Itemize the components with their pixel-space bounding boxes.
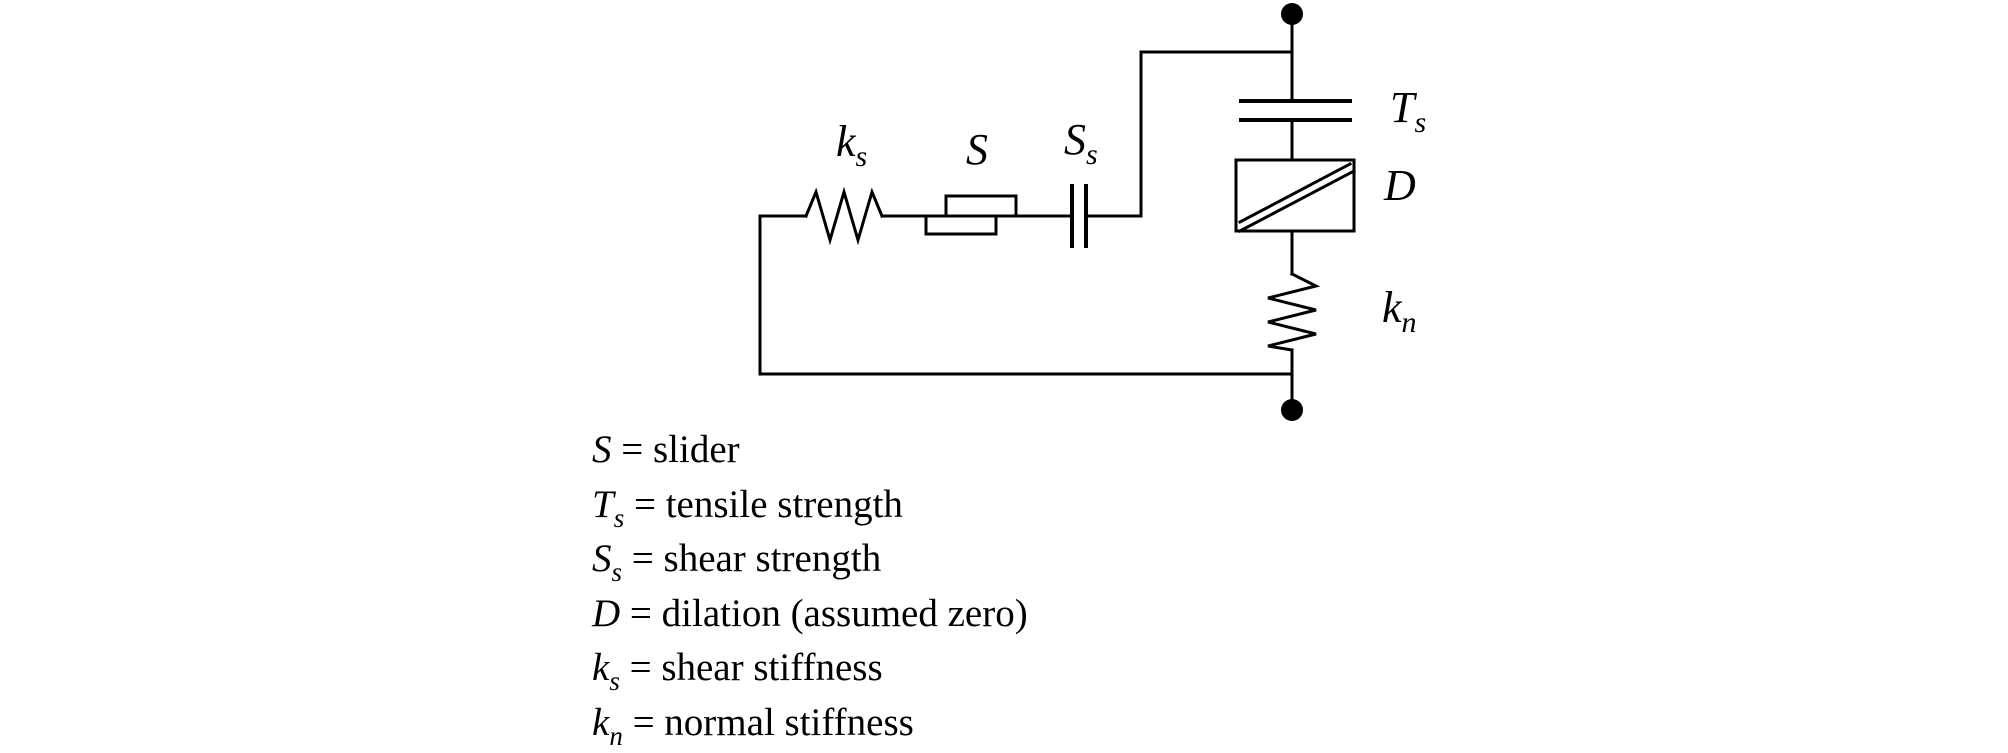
label-ks: ks <box>836 117 867 173</box>
legend-item-dilation: D = dilation (assumed zero) <box>592 587 1292 642</box>
legend-symbol-sub: s <box>611 557 623 587</box>
legend-text: = tensile strength <box>633 482 903 526</box>
top-connection-wire <box>1139 50 1294 218</box>
bottom-terminal <box>1281 399 1303 421</box>
legend-symbol: D <box>592 591 621 635</box>
legend-item-tensile-strength: Ts = tensile strength <box>592 478 1292 533</box>
normal-branch <box>1234 12 1357 412</box>
legend-symbol-sub: s <box>609 666 620 696</box>
dilation-d <box>1234 158 1357 234</box>
legend-symbol: k <box>592 646 610 689</box>
legend-symbol: T <box>592 482 614 526</box>
legend-text: = normal stiffness <box>632 700 914 744</box>
legend-item-slider: S = slider <box>592 423 1292 478</box>
slider-s <box>924 194 1074 236</box>
legend-symbol-sub: s <box>613 502 625 533</box>
top-terminal <box>1281 3 1303 25</box>
legend-text: = shear strength <box>631 537 882 580</box>
legend-item-normal-stiffness: kn = normal stiffness <box>592 696 1292 751</box>
legend-symbol: k <box>592 700 610 744</box>
legend-text: = shear stiffness <box>629 646 883 689</box>
legend-item-shear-strength: Ss = shear strength <box>592 532 1292 587</box>
legend-text: = dilation (assumed zero) <box>629 591 1028 635</box>
legend-symbol-sub: n <box>609 720 623 751</box>
shear-spring-ks <box>804 186 928 246</box>
label-ts: Ts <box>1390 83 1426 139</box>
label-ss: Ss <box>1064 115 1098 171</box>
legend-symbol: S <box>592 428 612 471</box>
normal-spring-kn <box>1267 271 1321 352</box>
outer-loop-wire <box>758 214 1294 376</box>
legend-symbol: S <box>592 537 612 580</box>
legend-item-shear-stiffness: ks = shear stiffness <box>592 641 1292 696</box>
legend-text: = slider <box>621 428 740 471</box>
label-kn: kn <box>1382 283 1417 339</box>
shear-strength-ss <box>1070 184 1143 248</box>
tensile-strength-ts <box>1239 99 1352 122</box>
label-s: S <box>966 125 988 174</box>
label-d: D <box>1383 161 1416 210</box>
legend: S = slider Ts = tensile strength Ss = sh… <box>592 423 1292 751</box>
